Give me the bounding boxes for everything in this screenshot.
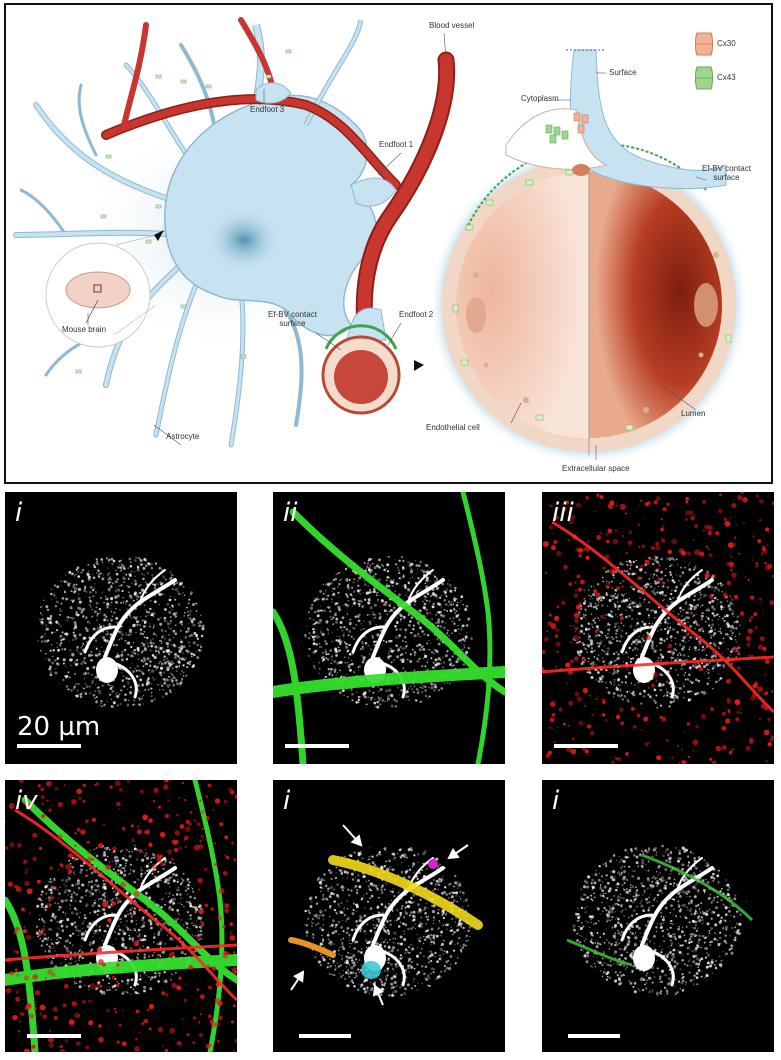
scale-bar [27,1034,81,1038]
legend-cx30-label: Cx30 [717,39,736,48]
contact-surface-small [324,324,398,350]
panel-label: i [15,498,23,528]
label-efbv-contact-left: Ef-BV contact surface [268,310,317,328]
label-cytoplasm: Cytoplasm [521,94,559,103]
scale-bar [568,1034,620,1038]
microscopy-panel-3: iii [542,492,774,764]
astrocyte-vessel-diagram: Blood vessel Endfoot 1 Endfoot 3 Endfoot… [4,3,773,484]
microscopy-image [566,844,754,997]
microscopy-image [5,780,237,1052]
arrow-head-2 [414,360,424,371]
label-surface: Surface [609,68,637,77]
microscopy-panel-6: i [542,780,774,1052]
arrow-head-1 [154,230,164,241]
label-mouse-brain: Mouse brain [62,325,107,334]
blood-vessel [357,53,454,342]
microscopy-image [288,824,483,1006]
panel-label: iv [15,786,38,816]
cx43-cluster [545,124,569,144]
label-extracellular-space: Extracellular space [562,464,630,473]
scale-bar [17,744,81,748]
label-astrocyte: Astrocyte [166,432,200,441]
diagram-illustration [13,17,749,465]
microscopy-panel-5: i [273,780,505,1052]
cx30-cluster [573,112,589,134]
label-efbv-contact-right: Ef-BV contact surface [702,164,751,182]
label-lumen: Lumen [681,409,706,418]
lumen-half-light [449,165,589,445]
endfoot-3 [255,82,292,104]
microscopy-panel-1: i 20 µm [5,492,237,764]
scale-bar [299,1034,351,1038]
label-endfoot-3: Endfoot 3 [250,105,285,114]
microscopy-image [273,492,505,764]
microscopy-image [37,556,205,709]
contact-surface-large [465,142,707,231]
scale-bar-text: 20 µm [17,712,101,742]
panel-label: ii [283,498,298,528]
legend-cx43-label: Cx43 [717,73,736,82]
endothelial-nucleus-left [466,297,486,333]
lumen-half-dark [589,165,729,445]
legend-cx43-icon [695,66,713,90]
endothelial-nucleus-right [694,283,718,327]
label-endothelial-cell: Endothelial cell [426,423,480,432]
scale-bar [554,744,618,748]
label-endfoot-2: Endfoot 2 [399,310,434,319]
label-blood-vessel: Blood vessel [429,21,475,30]
microscopy-panel-4: iv [5,780,237,1052]
vessel-lumen-small [334,350,388,404]
mouse-brain-icon [65,271,131,309]
blood-vessel-branch [102,95,400,189]
scale-bar [285,744,349,748]
endothelial-vesicles [473,252,719,413]
microscopy-panel-2: ii [273,492,505,764]
microscopy-image [542,492,774,764]
astrocyte-nucleus [206,208,282,272]
panel-label: iii [552,498,574,528]
panel-label: i [283,786,291,816]
endfoot-1 [350,177,397,207]
legend-cx30-icon [695,32,713,56]
leader-lines [87,32,707,460]
label-endfoot-1: Endfoot 1 [379,140,414,149]
panel-label: i [552,786,560,816]
connexin-markers [75,49,292,374]
